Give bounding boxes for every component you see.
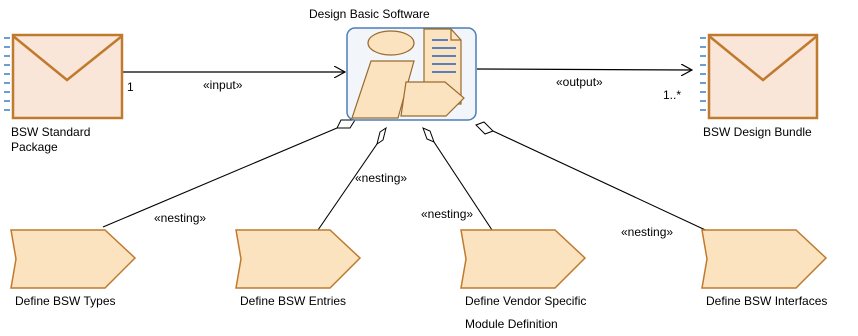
- bsw-standard-package-label-line2: Package: [11, 140, 58, 154]
- bsw-design-bundle-label: BSW Design Bundle: [703, 125, 812, 139]
- task-icon: [235, 229, 362, 289]
- dashed-marker-icon: [4, 37, 10, 111]
- task-icon: [701, 229, 828, 289]
- nesting-label-types: «nesting»: [154, 211, 206, 225]
- envelope-icon: [11, 33, 124, 120]
- work-product-bsw-standard-package[interactable]: [4, 33, 124, 120]
- task-label-interfaces: Define BSW Interfaces: [706, 294, 827, 308]
- output-connector: [476, 69, 692, 70]
- envelope-icon: [707, 33, 819, 120]
- task-label-vendor-line2: Module Definition: [465, 317, 558, 331]
- output-multiplicity: 1..*: [663, 88, 681, 102]
- task-define-bsw-types[interactable]: [10, 229, 137, 289]
- task-define-vendor-specific-module[interactable]: [460, 229, 587, 289]
- dashed-marker-icon: [700, 37, 706, 111]
- nesting-label-entries: «nesting»: [355, 171, 407, 185]
- nesting-label-vendor: «nesting»: [421, 207, 473, 221]
- nesting-connector-interfaces: [475, 121, 715, 235]
- task-label-vendor-line1: Define Vendor Specific: [465, 294, 586, 308]
- bsw-standard-package-label-line1: BSW Standard: [11, 125, 90, 139]
- input-multiplicity: 1: [127, 80, 134, 94]
- task-label-types: Define BSW Types: [15, 294, 116, 308]
- output-edge-label: «output»: [556, 75, 603, 89]
- nesting-connector-vendor: [422, 127, 493, 231]
- task-label-entries: Define BSW Entries: [240, 294, 346, 308]
- nesting-connector-types: [102, 119, 356, 228]
- center-task-label: Design Basic Software: [309, 7, 430, 21]
- work-product-bsw-design-bundle[interactable]: [700, 33, 819, 120]
- task-definition-icon: [351, 28, 465, 119]
- task-icon: [460, 229, 587, 289]
- task-design-basic-software[interactable]: [346, 27, 477, 121]
- task-icon: [10, 229, 137, 289]
- input-edge-label: «input»: [203, 78, 243, 92]
- task-define-bsw-entries[interactable]: [235, 229, 362, 289]
- task-define-bsw-interfaces[interactable]: [701, 229, 828, 289]
- nesting-label-interfaces: «nesting»: [621, 225, 673, 239]
- nesting-connector-entries: [317, 126, 387, 231]
